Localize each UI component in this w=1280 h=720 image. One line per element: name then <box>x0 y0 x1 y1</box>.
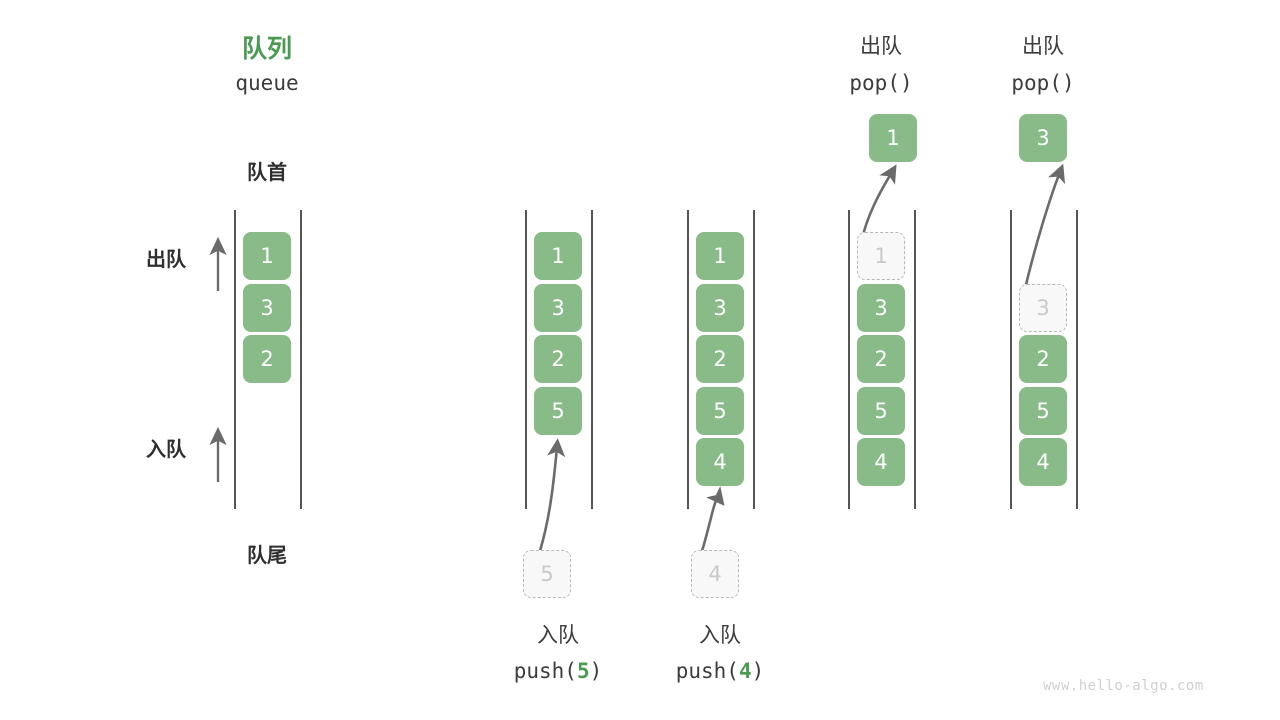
popped-box-1: 1 <box>869 114 917 162</box>
push-code-num-1: 5 <box>576 659 590 683</box>
push-arrow-5 <box>538 438 566 552</box>
queue-tail-label: 队尾 <box>247 543 287 567</box>
queue-element-box: 5 <box>534 386 582 435</box>
queue-element-box: 4 <box>696 438 744 486</box>
push-code-suffix-1: ) <box>589 659 603 683</box>
queue-rail <box>591 210 593 509</box>
queue-rail <box>1010 210 1012 509</box>
queue-element-box: 2 <box>857 335 905 383</box>
queue-element-box: 1 <box>534 232 582 280</box>
push-code-prefix-2: push( <box>675 659 739 683</box>
queue-rail <box>1076 210 1078 509</box>
queue-rail <box>687 210 689 509</box>
queue-element-box: 3 <box>857 283 905 332</box>
push-code-suffix-2: ) <box>751 659 765 683</box>
dequeue-side-label: 出队 <box>146 247 186 271</box>
push-label-code-2: push(4) <box>670 658 770 685</box>
push-code-num-2: 4 <box>738 659 752 683</box>
push-label-cn-2: 入队 <box>699 623 741 647</box>
enqueue-side-label: 入队 <box>146 437 186 461</box>
incoming-box-5: 5 <box>523 550 571 598</box>
pop-label-code-1: pop() <box>849 71 913 95</box>
queue-element-box: 1 <box>696 232 744 280</box>
push-label-cn-1: 入队 <box>537 623 579 647</box>
queue-rail <box>914 210 916 509</box>
queue-rail <box>234 210 236 509</box>
queue-element-box: 5 <box>1019 386 1067 435</box>
queue-element-box: 5 <box>696 386 744 435</box>
queue-element-box: 5 <box>857 386 905 435</box>
queue-element-box: 2 <box>696 335 744 383</box>
queue-head-label: 队首 <box>247 160 287 184</box>
push-arrow-4 <box>700 486 725 552</box>
queue-rail <box>848 210 850 509</box>
queue-element-box: 3 <box>1019 283 1067 332</box>
diagram-title-cn: 队列 <box>241 34 292 63</box>
queue-element-box: 3 <box>534 283 582 332</box>
queue-rail <box>753 210 755 509</box>
pop-label-cn-2: 出队 <box>1022 34 1064 58</box>
queue-element-box: 3 <box>243 283 291 332</box>
pop-arrow-3 <box>1022 163 1066 294</box>
queue-element-box: 4 <box>1019 438 1067 486</box>
queue-element-box: 1 <box>857 232 905 280</box>
push-label-code-1: push(5) <box>508 658 608 685</box>
queue-element-box: 1 <box>243 232 291 280</box>
queue-element-box: 3 <box>696 283 744 332</box>
queue-rail <box>525 210 527 509</box>
pop-label-code-2: pop() <box>1011 71 1075 95</box>
diagram-title-en: queue <box>235 71 299 95</box>
pop-label-cn-1: 出队 <box>860 34 902 58</box>
push-code-prefix-1: push( <box>513 659 577 683</box>
queue-element-box: 4 <box>857 438 905 486</box>
popped-box-3: 3 <box>1019 114 1067 162</box>
queue-element-box: 2 <box>1019 335 1067 383</box>
queue-element-box: 2 <box>243 335 291 383</box>
incoming-box-4: 4 <box>691 550 739 598</box>
queue-element-box: 2 <box>534 335 582 383</box>
queue-rail <box>300 210 302 509</box>
watermark: www.hello-algo.com <box>1043 678 1204 694</box>
